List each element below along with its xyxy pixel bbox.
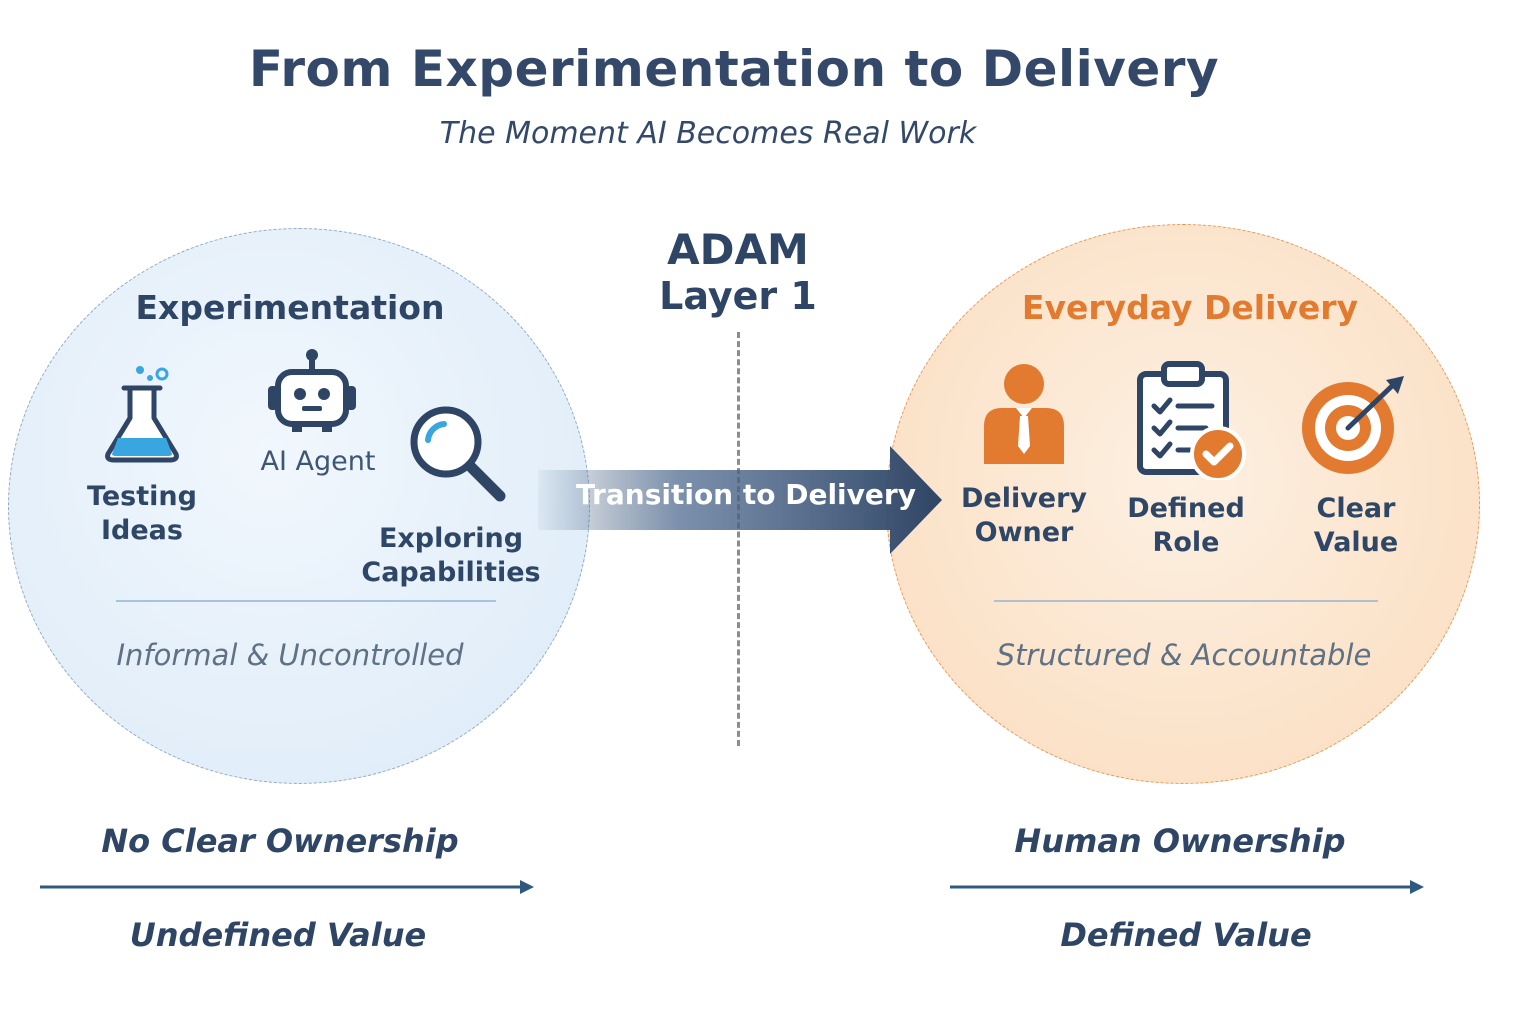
right-state-label: Structured & Accountable (996, 638, 1372, 672)
adam-layer: Layer 1 (659, 274, 817, 318)
flask-icon (105, 366, 179, 463)
right-bottom-arrow (950, 880, 1424, 894)
no-clear-ownership-label: No Clear Ownership (101, 822, 459, 860)
defined-role-label: Defined Role (1127, 493, 1245, 558)
everyday-delivery-heading: Everyday Delivery (1021, 288, 1359, 327)
delivery-owner-label: Delivery Owner (960, 483, 1088, 548)
robot-icon (268, 349, 356, 432)
human-ownership-label: Human Ownership (1014, 822, 1346, 860)
magnifier-icon (410, 406, 506, 502)
center-divider (737, 332, 740, 746)
undefined-value-label: Undefined Value (129, 916, 427, 954)
delivery-circle (886, 224, 1480, 784)
transition-label: Transition to Delivery (576, 478, 916, 511)
clear-value-label: Clear Value (1313, 493, 1399, 558)
defined-value-label: Defined Value (1060, 916, 1312, 954)
left-state-label: Informal & Uncontrolled (116, 638, 464, 672)
page-title: From Experimentation to Delivery (248, 40, 1220, 98)
experimentation-heading: Experimentation (135, 288, 445, 327)
right-separator (994, 600, 1378, 602)
left-separator (116, 600, 496, 602)
clipboard-check-icon (1137, 361, 1246, 480)
exploring-capabilities-label: Exploring Capabilities (361, 523, 541, 588)
testing-ideas-label: Testing Ideas (87, 481, 197, 546)
transition-arrow (538, 446, 942, 554)
target-icon (1302, 376, 1404, 474)
ai-agent-label: AI Agent (260, 446, 376, 477)
page-subtitle: The Moment AI Becomes Real Work (439, 116, 977, 151)
experimentation-circle (8, 228, 590, 784)
left-bottom-arrow (40, 880, 534, 894)
adam-title: ADAM (667, 225, 809, 274)
person-icon (984, 364, 1064, 464)
